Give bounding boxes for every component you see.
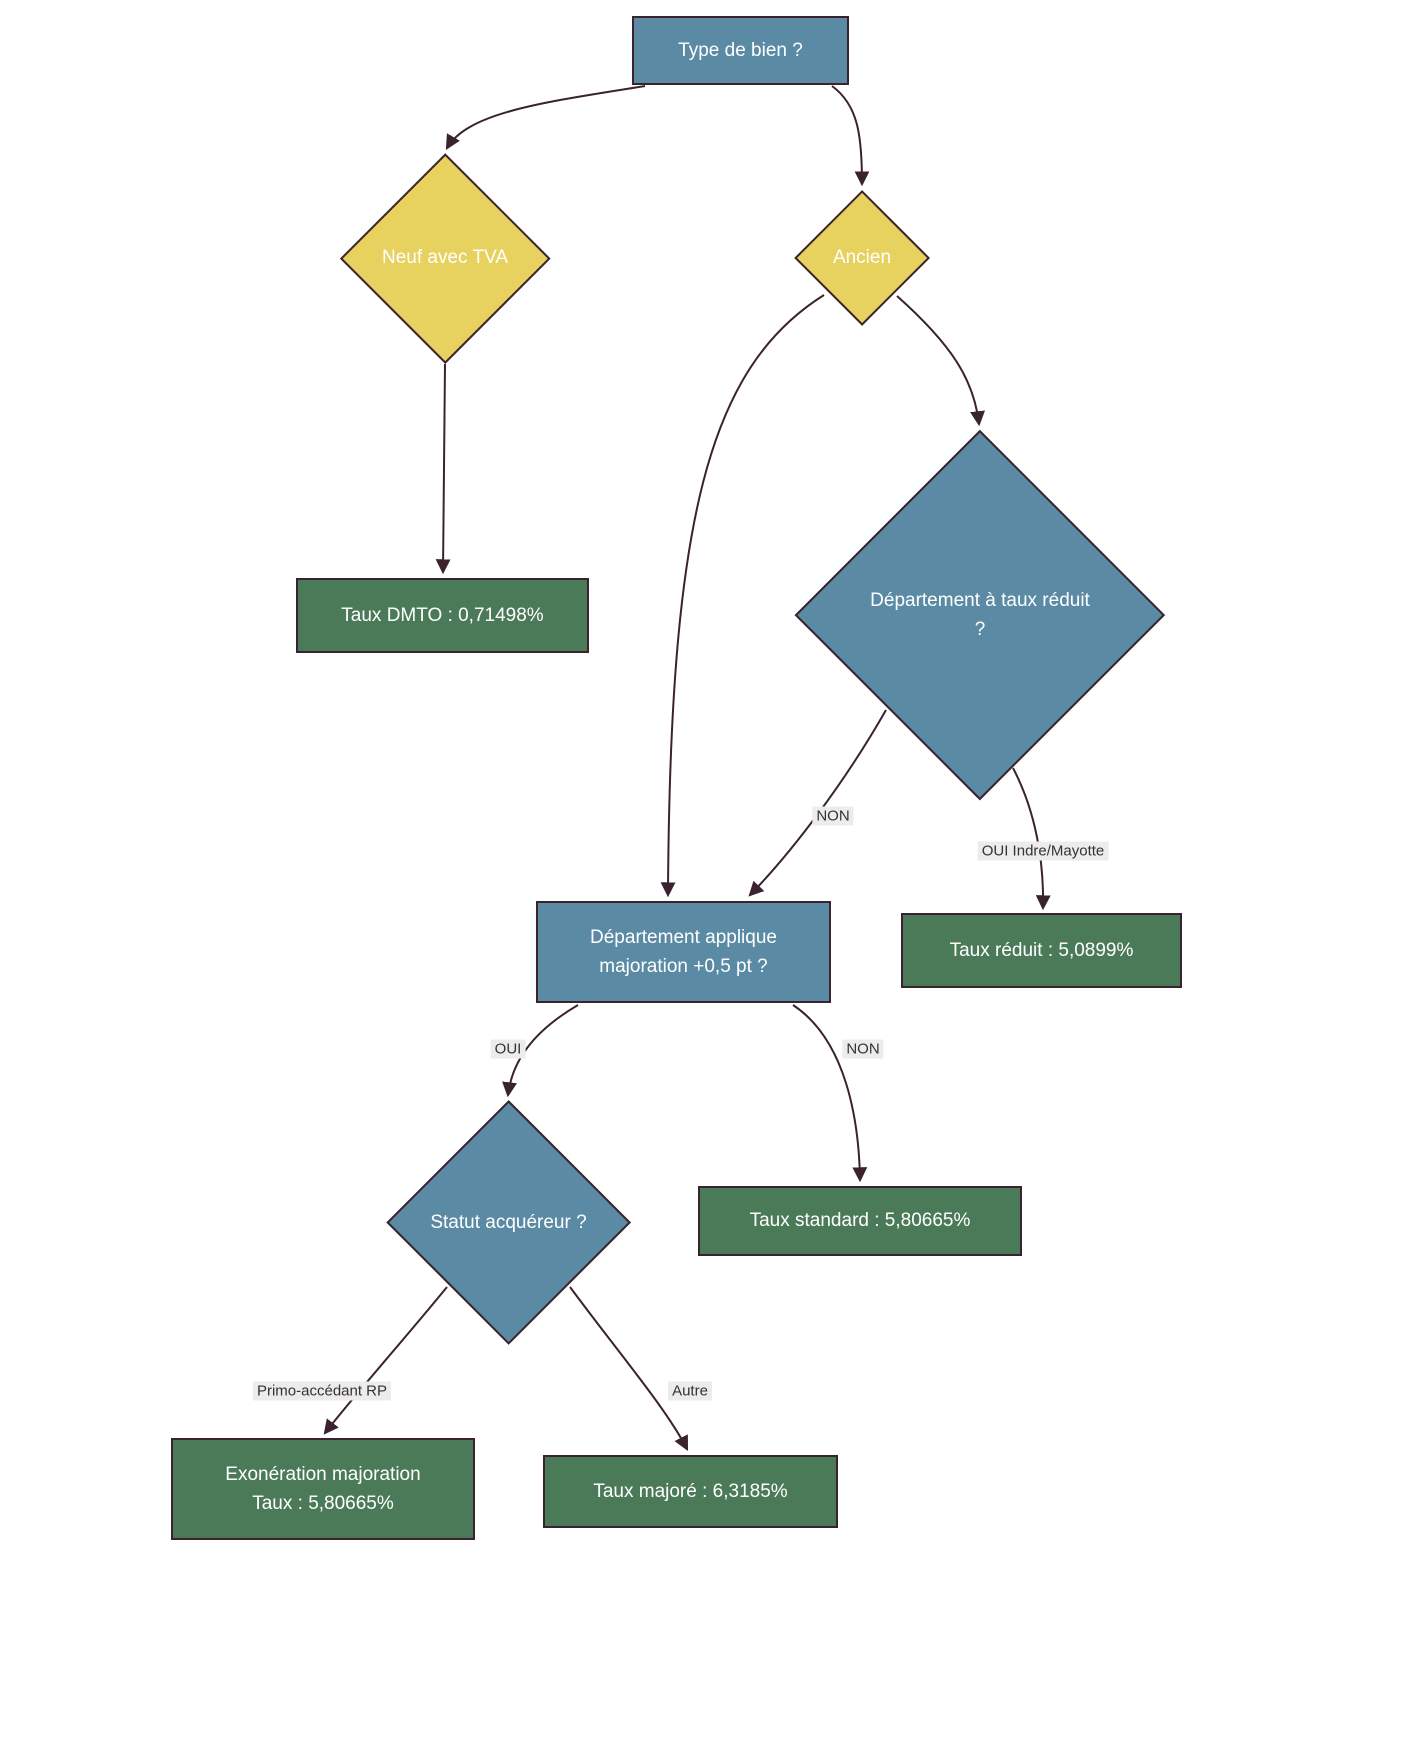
- edge-neuf-to-dmto: [435, 363, 451, 575]
- node-ancien: Ancien: [793, 189, 931, 327]
- node-exoneration-label: Exonération majoration Taux : 5,80665%: [225, 1463, 421, 1514]
- node-dept-majoration: Département applique majoration +0,5 pt …: [536, 901, 831, 1003]
- node-statut-acquereur-label: Statut acquéreur ?: [430, 1211, 587, 1233]
- node-taux-standard-label: Taux standard : 5,80665%: [749, 1210, 971, 1232]
- node-taux-dmto-label: Taux DMTO : 0,71498%: [341, 604, 544, 626]
- node-neuf-avec-tva: Neuf avec TVA: [339, 152, 551, 364]
- node-type-de-bien: Type de bien ?: [632, 16, 849, 85]
- edge-label-non-majoration: NON: [842, 1039, 884, 1059]
- node-neuf-avec-tva-label: Neuf avec TVA: [381, 247, 509, 269]
- edge-label-oui-majoration: OUI: [490, 1039, 526, 1059]
- edge-label-oui-indre-mayotte: OUI Indre/Mayotte: [977, 841, 1109, 861]
- edge-type-to-neuf: [445, 85, 646, 150]
- node-dept-taux-reduit-label: Département à taux réduit ?: [870, 589, 1090, 640]
- node-statut-acquereur: Statut acquéreur ?: [385, 1099, 632, 1346]
- node-taux-reduit: Taux réduit : 5,0899%: [901, 913, 1182, 988]
- edge-label-non-dept-reduit: NON: [812, 806, 854, 826]
- node-taux-dmto: Taux DMTO : 0,71498%: [296, 578, 589, 653]
- node-taux-majore-label: Taux majoré : 6,3185%: [593, 1480, 788, 1502]
- edge-type-to-ancien: [831, 85, 870, 187]
- node-ancien-label: Ancien: [832, 247, 892, 269]
- edge-label-autre: Autre: [668, 1381, 712, 1401]
- node-dept-majoration-label: Département applique majoration +0,5 pt …: [590, 926, 777, 977]
- node-exoneration: Exonération majoration Taux : 5,80665%: [171, 1438, 475, 1540]
- node-dept-taux-reduit: Département à taux réduit ?: [794, 429, 1166, 801]
- node-taux-reduit-label: Taux réduit : 5,0899%: [949, 939, 1134, 961]
- node-taux-majore: Taux majoré : 6,3185%: [543, 1455, 838, 1528]
- edge-label-primo-accedant: Primo-accédant RP: [252, 1381, 392, 1401]
- node-taux-standard: Taux standard : 5,80665%: [698, 1186, 1022, 1256]
- edge-majoration-non: [792, 1004, 868, 1183]
- node-type-de-bien-label: Type de bien ?: [678, 39, 803, 61]
